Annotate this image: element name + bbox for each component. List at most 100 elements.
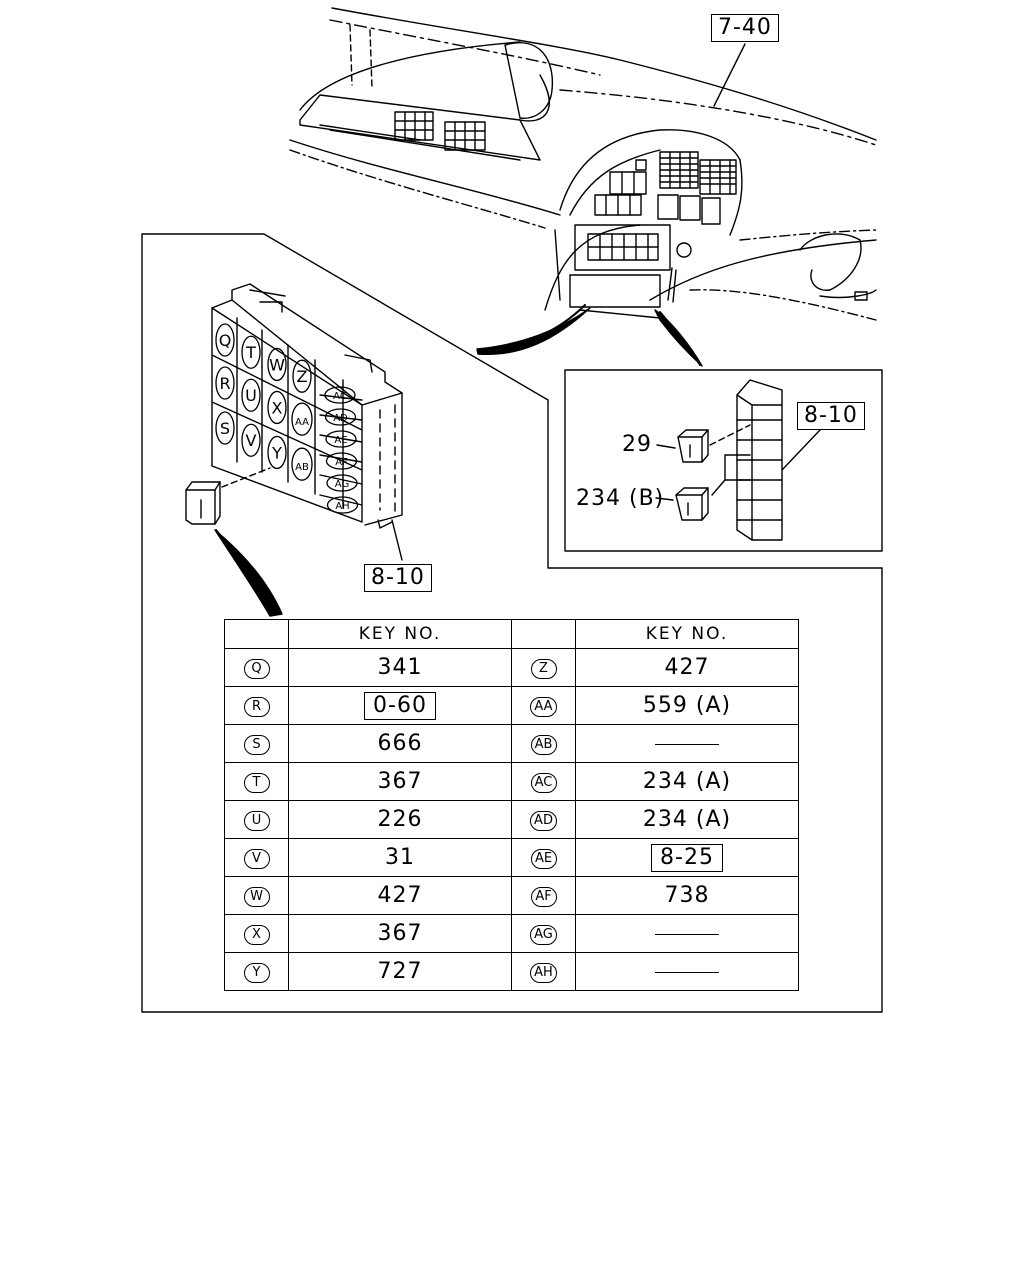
table-row: Q 341 Z 427 xyxy=(224,648,799,687)
position-code-cell-right: AB xyxy=(511,724,576,763)
relay-slot-label: Z xyxy=(297,367,308,386)
fuse-slot-label: AC xyxy=(333,391,347,402)
key-number: 226 xyxy=(377,807,423,832)
relay-slot-outline xyxy=(215,323,235,357)
position-code: AG xyxy=(530,924,557,945)
position-code: W xyxy=(243,886,270,907)
key-number: 234 (A) xyxy=(642,769,732,794)
key-number: 559 (A) xyxy=(642,693,732,718)
key-number-cell-right: 427 xyxy=(575,648,799,687)
key-number-cell-left: 341 xyxy=(288,648,512,687)
reference-link[interactable]: 8-25 xyxy=(651,843,723,872)
position-code-cell-left: S xyxy=(224,724,289,763)
fuse-slot-outline xyxy=(326,496,359,514)
header-key-left: KEY NO. xyxy=(288,619,512,649)
relay-slot-label: T xyxy=(245,343,256,362)
right-column-labels: AC AD AE AF AG AH xyxy=(324,386,359,514)
relay-label-234b: 234 (B) xyxy=(576,486,665,511)
key-number: 666 xyxy=(377,731,423,756)
fuse-slot-label: AD xyxy=(333,413,348,424)
empty-dash xyxy=(655,971,719,973)
header-key-right: KEY NO. xyxy=(575,619,799,649)
fuse-slot-outline xyxy=(326,474,358,492)
reference-link[interactable]: 0-60 xyxy=(364,691,436,720)
position-code: Z xyxy=(530,658,557,679)
table-row: X 367 AG xyxy=(224,914,799,953)
position-code: AA xyxy=(530,696,557,717)
dashboard-illustration xyxy=(289,7,877,321)
detail-frame xyxy=(141,233,883,1013)
leader-7-40 xyxy=(713,43,746,107)
fuse-slot-outline xyxy=(325,430,357,448)
relay-slot-outline xyxy=(241,378,261,412)
fuse-slot-label: AG xyxy=(335,479,349,490)
relay-slot-outline xyxy=(215,366,235,400)
position-code-cell-left: W xyxy=(224,876,289,915)
relay-slot-outline xyxy=(267,347,287,382)
key-number-cell-right: 234 (A) xyxy=(575,762,799,801)
key-number: 234 (A) xyxy=(642,807,732,832)
position-code: AD xyxy=(530,810,557,831)
position-code-cell-left: R xyxy=(224,686,289,725)
fuse-slot-outline xyxy=(325,452,358,470)
key-number-cell-left: 367 xyxy=(288,914,512,953)
relay-slot-outline xyxy=(291,447,313,481)
table-header-row: KEY NO. KEY NO. xyxy=(224,619,799,649)
relay-slot-label: AB xyxy=(295,462,309,473)
relay-slot-label: V xyxy=(246,431,257,450)
relay-slot-label: S xyxy=(220,419,230,438)
fuse-slot-label: AE xyxy=(334,435,347,446)
separate-relay xyxy=(185,467,271,525)
fuse-slot-label: AH xyxy=(335,501,349,512)
position-code-cell-right: AE xyxy=(511,838,576,877)
position-code-cell-left: X xyxy=(224,914,289,953)
key-number: 427 xyxy=(664,655,710,680)
key-number-cell-right: 738 xyxy=(575,876,799,915)
position-code-cell-right: AC xyxy=(511,762,576,801)
position-code: X xyxy=(243,924,270,945)
ref-8-10-main[interactable]: 8-10 xyxy=(364,564,432,592)
key-number: 427 xyxy=(377,883,423,908)
inset-relay-block xyxy=(655,379,821,541)
position-code-cell-right: AF xyxy=(511,876,576,915)
position-code-cell-left: Q xyxy=(224,648,289,687)
empty-dash xyxy=(655,933,719,935)
position-code-cell-right: AG xyxy=(511,914,576,953)
position-code-cell-left: V xyxy=(224,838,289,877)
relay-slot-outline xyxy=(241,423,261,457)
fuse-slot-label: AF xyxy=(335,457,348,468)
position-code: Q xyxy=(243,658,270,679)
relay-slot-outline xyxy=(291,402,313,436)
position-code-cell-right: Z xyxy=(511,648,576,687)
position-code: AE xyxy=(530,848,557,869)
key-number-cell-right: 234 (A) xyxy=(575,800,799,839)
inset-frame xyxy=(564,369,883,552)
position-code: S xyxy=(243,734,270,755)
position-code: U xyxy=(243,810,270,831)
key-number-cell-right[interactable]: 8-25 xyxy=(575,838,799,877)
fuse-slot-outline xyxy=(324,386,356,404)
key-number-cell-left[interactable]: 0-60 xyxy=(288,686,512,725)
key-number-cell-left: 727 xyxy=(288,952,512,991)
relay-slot-outline xyxy=(215,411,235,445)
table-row: S 666 AB xyxy=(224,724,799,763)
position-code: T xyxy=(243,772,270,793)
fuse-slot-outline xyxy=(324,408,357,426)
position-code-cell-left: U xyxy=(224,800,289,839)
relay-slot-label: W xyxy=(269,355,285,374)
key-number: 341 xyxy=(377,655,423,680)
ref-7-40[interactable]: 7-40 xyxy=(711,14,779,42)
position-code: AC xyxy=(530,772,557,793)
relay-slot-label: R xyxy=(219,374,230,393)
relay-slot-outline xyxy=(241,335,261,369)
relay-slot-label: Q xyxy=(219,331,232,350)
position-code: Y xyxy=(243,962,270,983)
position-code-cell-left: T xyxy=(224,762,289,801)
position-code-cell-right: AA xyxy=(511,686,576,725)
key-number-cell-left: 427 xyxy=(288,876,512,915)
ref-8-10-inset[interactable]: 8-10 xyxy=(797,402,865,430)
